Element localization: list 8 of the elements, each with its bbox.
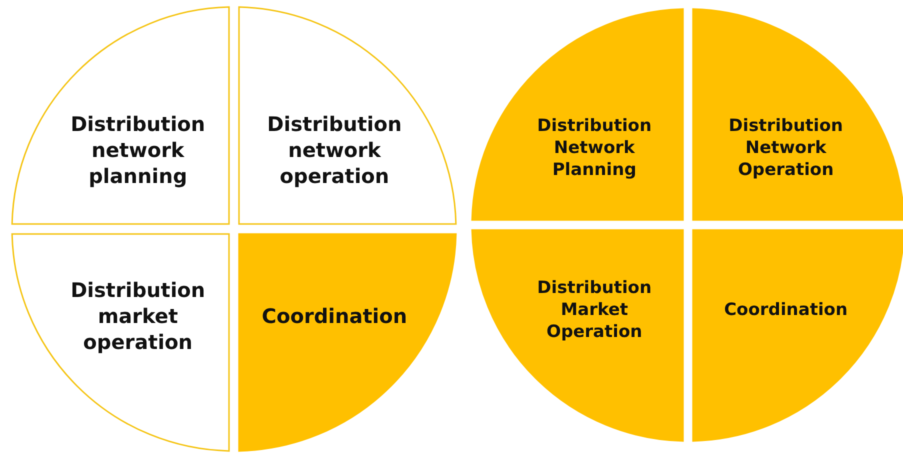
segment-label: Distribution market operation bbox=[70, 277, 206, 356]
segment-label: Distribution Market Operation bbox=[536, 277, 653, 344]
segment-label: Coordination bbox=[260, 303, 408, 330]
segment-label: Distribution Network Operation bbox=[728, 115, 844, 182]
segment-label: Coordination bbox=[723, 299, 849, 322]
segment-label: Distribution Network Planning bbox=[536, 115, 653, 182]
segment-label: Distribution network operation bbox=[266, 111, 403, 190]
segment-label: Distribution network planning bbox=[70, 111, 206, 190]
